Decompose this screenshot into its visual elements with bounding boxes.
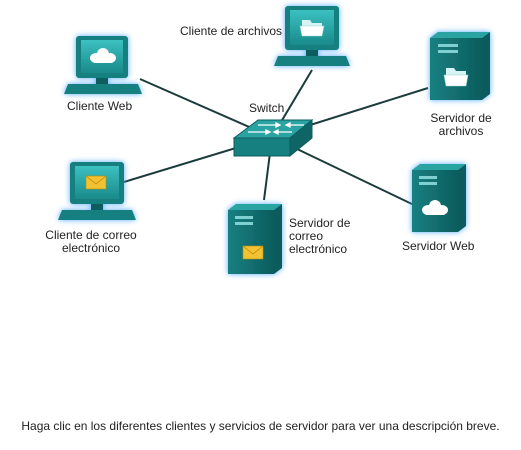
email-server-label-line2: correo: [289, 229, 324, 243]
email-server-label-line3: electrónico: [289, 242, 348, 256]
switch-device[interactable]: [232, 118, 314, 158]
envelope-icon: [242, 245, 264, 260]
file-client-label: Cliente de archivos: [180, 24, 283, 38]
email-server-label-line1: Servidor de: [289, 216, 351, 230]
envelope-icon: [85, 175, 107, 190]
web-client-label: Cliente Web: [67, 99, 133, 113]
switch-arrows-icon: [248, 121, 304, 136]
cloud-icon: [90, 48, 116, 63]
file-server-label-line2: archivos: [438, 124, 484, 138]
email-client-device[interactable]: [58, 162, 136, 220]
file-server-label: Servidor de archivos: [420, 112, 502, 138]
file-server-device[interactable]: [430, 32, 490, 100]
web-server-device[interactable]: [412, 164, 466, 232]
file-client-device[interactable]: [274, 6, 350, 66]
email-server-label: Servidor de correo electrónico: [289, 217, 350, 256]
web-server-label: Servidor Web: [402, 239, 475, 253]
folder-icon: [299, 20, 325, 37]
email-server-device[interactable]: [228, 204, 282, 274]
switch-label: Switch: [249, 101, 285, 115]
cloud-icon: [422, 200, 448, 215]
folder-icon: [443, 68, 469, 87]
email-client-label: Cliente de correo electrónico: [36, 229, 146, 255]
email-client-label-line2: electrónico: [61, 241, 121, 255]
email-client-label-line1: Cliente de correo: [45, 228, 137, 242]
file-server-label-line1: Servidor de: [430, 111, 492, 125]
web-client-device[interactable]: [64, 36, 142, 94]
instruction-caption: Haga clic en los diferentes clientes y s…: [21, 419, 500, 433]
